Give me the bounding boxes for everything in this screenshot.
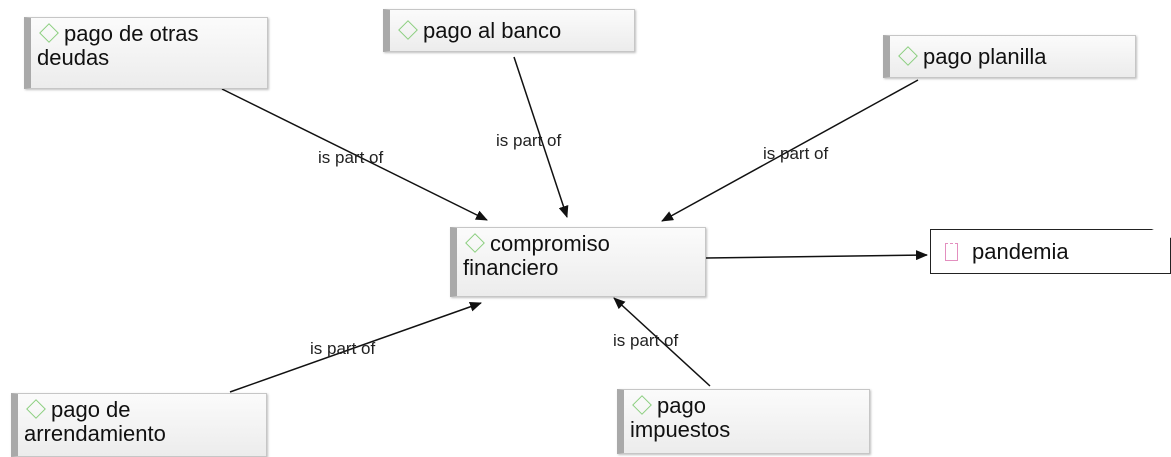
code-icon	[632, 395, 652, 415]
node-label-line1: pago de	[51, 397, 131, 422]
edge-otras-deudas-to-compromiso	[221, 88, 488, 221]
edge-banco-to-compromiso	[513, 56, 569, 218]
document-icon	[945, 243, 958, 261]
node-label: pago planilla	[923, 44, 1047, 69]
node-label: pandemia	[972, 239, 1069, 264]
code-icon	[39, 23, 59, 43]
node-pago-de-otras-deudas[interactable]: pago de otras deudas	[24, 17, 268, 89]
node-label-line2: impuestos	[630, 417, 731, 442]
edge-compromiso-to-pandemia	[705, 250, 928, 261]
node-compromiso-financiero[interactable]: compromiso financiero	[450, 227, 706, 297]
edge-label-impuestos: is part of	[613, 331, 679, 350]
edge-label-otras-deudas: is part of	[318, 148, 384, 167]
code-icon	[26, 399, 46, 419]
node-label-line1: pago	[657, 393, 706, 418]
node-label: pago al banco	[423, 18, 562, 43]
node-label-line2: financiero	[463, 255, 559, 280]
node-pago-al-banco[interactable]: pago al banco	[383, 9, 635, 52]
edge-impuestos-to-compromiso	[613, 297, 711, 387]
code-icon	[465, 233, 485, 253]
node-pago-impuestos[interactable]: pago impuestos	[617, 389, 870, 454]
node-label-line1: pago de otras	[64, 21, 199, 46]
node-label-line2: arrendamiento	[24, 421, 166, 446]
node-label-line2: deudas	[37, 45, 110, 70]
edge-planilla-to-compromiso	[661, 79, 919, 222]
edge-label-banco: is part of	[496, 131, 562, 150]
code-icon	[398, 20, 418, 40]
edge-label-planilla: is part of	[763, 144, 829, 163]
node-pago-de-arrendamiento[interactable]: pago de arrendamiento	[11, 393, 267, 457]
code-icon	[898, 46, 918, 66]
edge-label-arrendamiento: is part of	[310, 339, 376, 358]
node-pandemia-document[interactable]: pandemia	[930, 229, 1171, 274]
edge-arrendamiento-to-compromiso	[229, 301, 482, 393]
node-pago-planilla[interactable]: pago planilla	[883, 35, 1136, 78]
node-label-line1: compromiso	[490, 231, 610, 256]
